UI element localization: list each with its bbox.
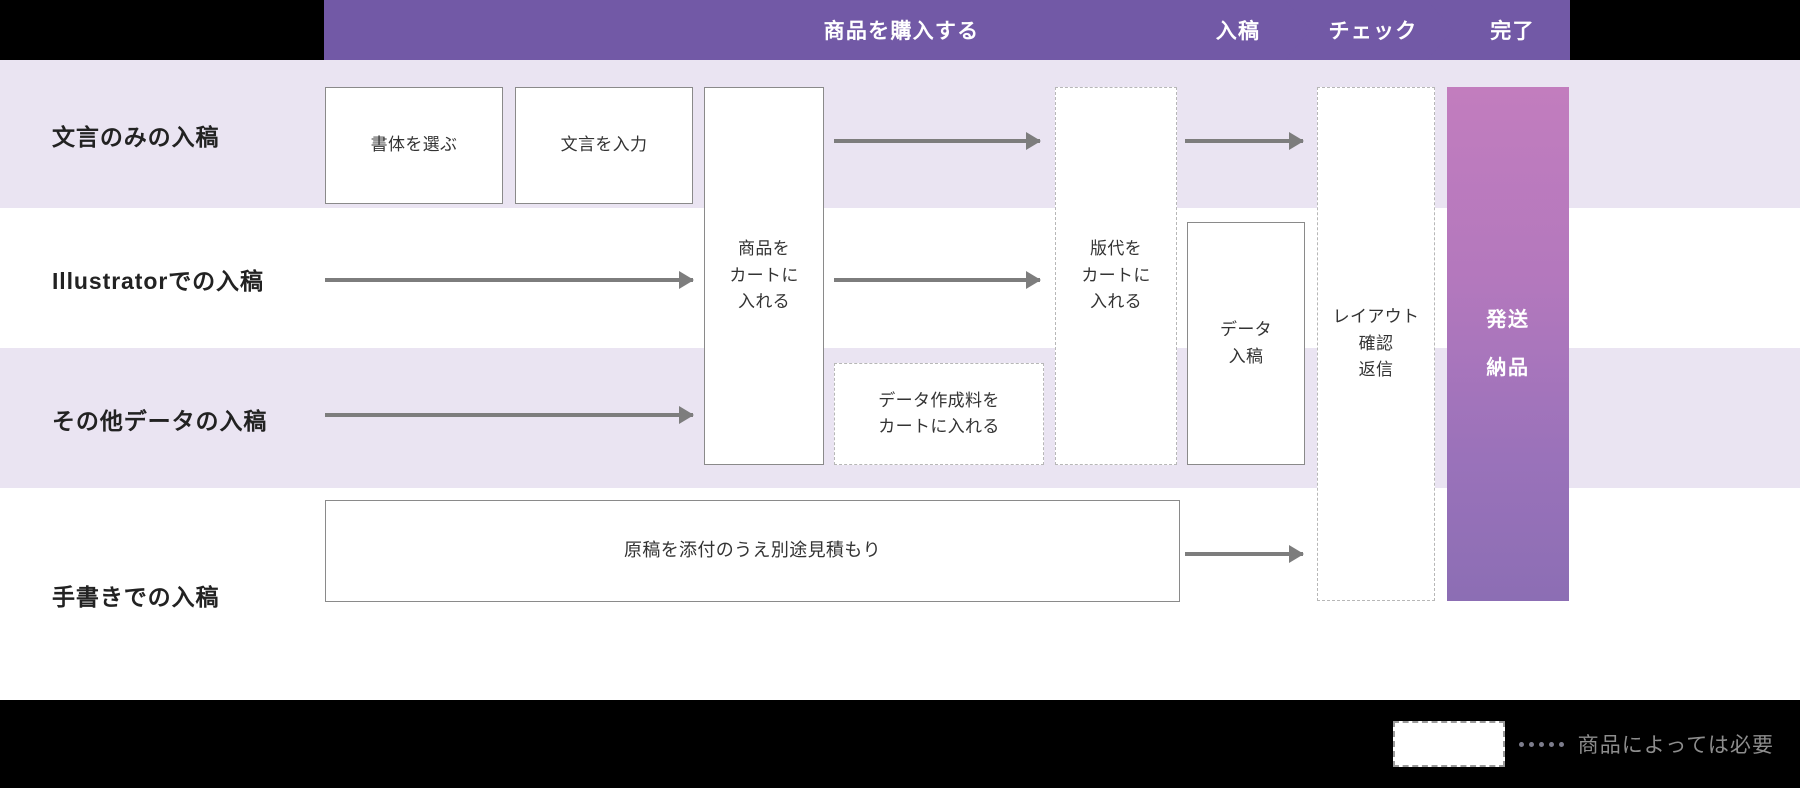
- add-plate-cart-box: 版代をカートに入れる: [1055, 87, 1177, 465]
- legend-dot: [1518, 741, 1524, 747]
- handwritten-quote-box-label: 原稿を添付のうえ別途見積もり: [623, 540, 882, 561]
- data-submission-box: データ入稿: [1187, 222, 1305, 465]
- phase-label-2: 入稿: [1215, 20, 1261, 43]
- data-submission-box-label: データ入稿: [1219, 320, 1273, 366]
- layout-confirm-box: レイアウト確認返信: [1317, 87, 1435, 601]
- legend-dots-icon: [1518, 741, 1564, 747]
- arrow-row2-to-cart: [325, 278, 693, 282]
- enter-text-box: 文言を入力: [515, 87, 693, 204]
- phase-header-strip: 商品を購入する 入稿 チェック 完了: [0, 0, 1800, 60]
- delivery-block: 発送 納品: [1447, 87, 1569, 601]
- arrow-row1-to-plate: [834, 139, 1040, 143]
- row-label-3: その他データの入稿: [52, 408, 268, 434]
- add-plate-cart-box-label: 版代をカートに入れる: [1081, 239, 1151, 312]
- layout-confirm-box-label: レイアウト確認返信: [1332, 307, 1420, 380]
- row-label-2: Illustratorでの入稿: [52, 268, 264, 294]
- delivery-label-line2: 納品: [1486, 357, 1530, 379]
- phase-label-4: 完了: [1490, 20, 1535, 43]
- legend: 商品によっては必要: [0, 700, 1800, 788]
- choose-typeface-box-label: 書体を選ぶ: [370, 135, 458, 155]
- data-fee-cart-box: データ作成料をカートに入れる: [834, 363, 1044, 465]
- phase-chevron-2: 入稿: [1185, 0, 1311, 60]
- legend-note: 商品によっては必要: [1577, 734, 1774, 757]
- legend-dot: [1528, 741, 1534, 747]
- choose-typeface-box: 書体を選ぶ: [325, 87, 503, 204]
- arrow-row3-to-cart: [325, 413, 693, 417]
- phase-label-3: チェック: [1328, 20, 1418, 43]
- legend-dot: [1548, 741, 1554, 747]
- row-label-1: 文言のみの入稿: [52, 124, 220, 150]
- arrow-row2-to-plate: [834, 278, 1040, 282]
- arrow-row1-to-layout: [1185, 139, 1303, 143]
- add-product-cart-box: 商品をカートに入れる: [704, 87, 824, 465]
- legend-dot: [1538, 741, 1544, 747]
- legend-dashed-swatch: [1392, 721, 1505, 767]
- phase-chevron-3: チェック: [1313, 0, 1453, 60]
- legend-dot: [1558, 741, 1564, 747]
- row-label-4: 手書きでの入稿: [52, 584, 220, 610]
- add-product-cart-box-label: 商品をカートに入れる: [729, 239, 799, 312]
- data-fee-cart-box-label: データ作成料をカートに入れる: [878, 390, 1000, 436]
- phase-chevron-4: 完了: [1455, 0, 1570, 60]
- arrow-row4-to-layout: [1185, 552, 1303, 556]
- flow-board: 文言のみの入稿 Illustratorでの入稿その他データの入稿手書きでの入稿 書…: [0, 60, 1800, 700]
- phase-label-1: 商品を購入する: [823, 20, 980, 43]
- delivery-label-line1: 発送: [1486, 309, 1530, 331]
- handwritten-quote-box: 原稿を添付のうえ別途見積もり: [325, 500, 1180, 602]
- enter-text-box-label: 文言を入力: [560, 135, 648, 155]
